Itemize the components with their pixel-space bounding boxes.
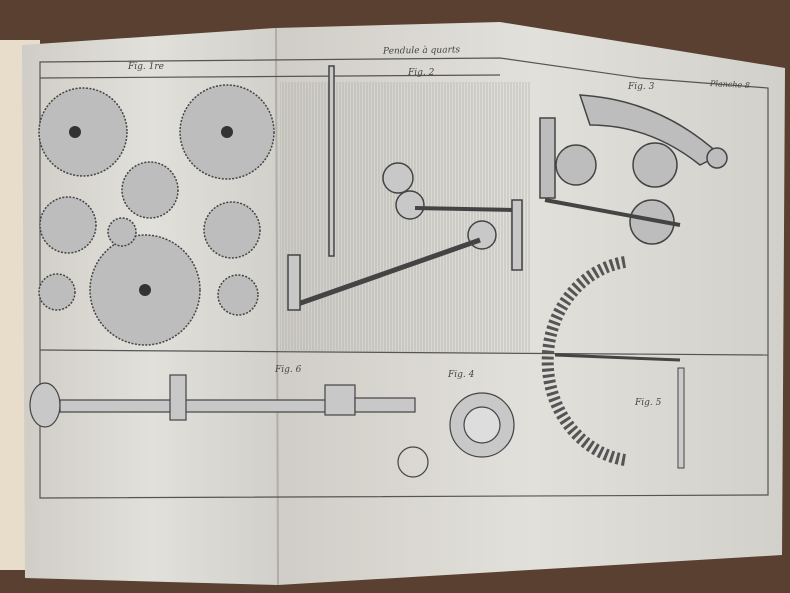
fig2-mechanism <box>287 65 523 311</box>
fig3-label: Fig. 3 <box>628 82 655 92</box>
plate-frame <box>39 57 769 499</box>
fig5-lever <box>554 353 685 469</box>
fig3-mechanism <box>539 94 728 245</box>
fig1-gears <box>38 84 275 346</box>
fig5-label: Fig. 5 <box>635 398 662 408</box>
fig6-label: Fig. 6 <box>275 365 302 375</box>
page-fold <box>275 27 279 586</box>
fig5-dial-arc <box>541 256 626 466</box>
fig2-label: Fig. 2 <box>408 68 435 78</box>
plate-header: Pendule à quarts <box>382 45 461 57</box>
fig6-mechanism <box>29 374 515 478</box>
fig1-label: Fig. 1re <box>128 62 164 72</box>
fig4-label: Fig. 4 <box>448 370 475 380</box>
